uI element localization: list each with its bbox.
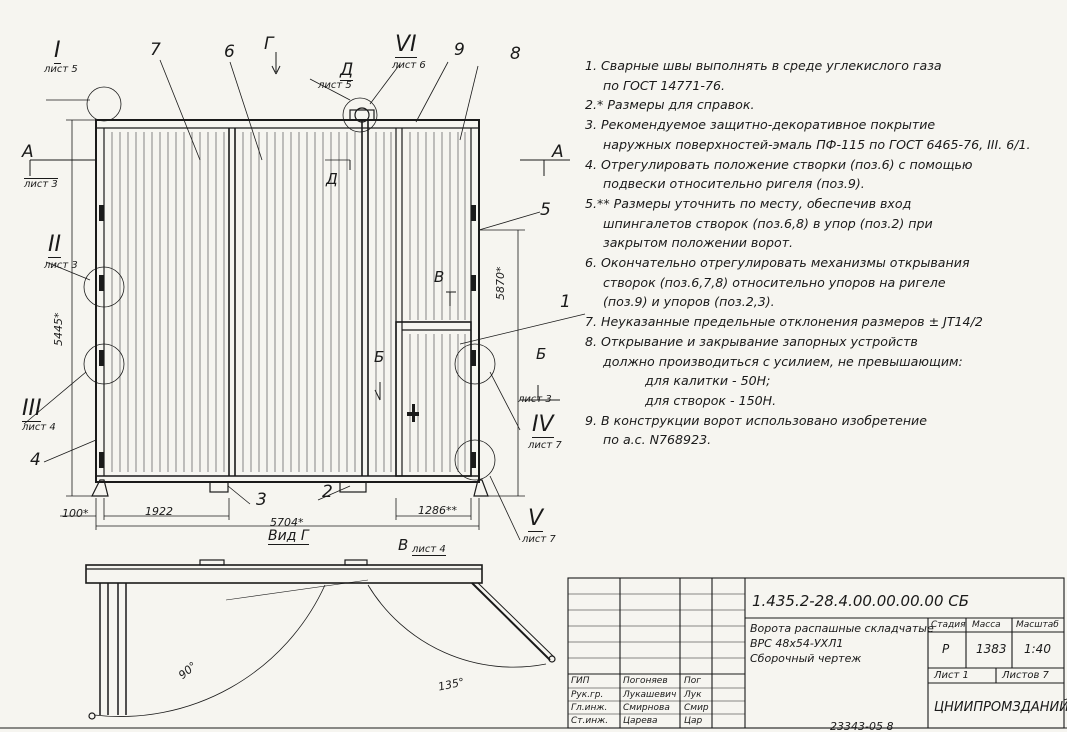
col-mass: Масса xyxy=(972,620,1001,630)
note-line: 9. В конструкции ворот использовано изоб… xyxy=(585,412,927,428)
dim-5870: 5870* xyxy=(494,266,507,301)
note-line: створок (поз.6,7,8) относительно упоров … xyxy=(603,274,946,290)
mass-value: 1383 xyxy=(976,642,1007,656)
person-1: Погоняев xyxy=(623,676,668,686)
note-line: должно производиться с усилием, не превы… xyxy=(603,353,963,369)
section-VI-sheet: лист 6 xyxy=(392,60,426,71)
plan-section-V-marker: В xyxy=(398,536,409,554)
role-3: Гл.инж. xyxy=(571,703,608,713)
scale-value: 1:40 xyxy=(1024,642,1051,656)
sheet-number: Лист 1 xyxy=(934,670,969,681)
signature-3: Смир xyxy=(684,703,709,713)
section-V-sheet: лист 7 xyxy=(522,534,556,545)
dim-1286: 1286** xyxy=(418,504,457,517)
designation: 1.435.2-28.4.00.00.00.00 СБ xyxy=(752,592,970,610)
sheet-count: Листов 7 xyxy=(1002,670,1049,681)
section-V-label: V xyxy=(528,506,544,532)
technical-notes: 1. Сварные швы выполнять в среде углекис… xyxy=(585,56,1065,450)
section-I-label: I xyxy=(54,38,61,64)
dim-5704: 5704* xyxy=(270,516,304,529)
note-line: для створок - 150Н. xyxy=(645,392,777,408)
position-2: 2 xyxy=(322,482,333,502)
position-4: 4 xyxy=(30,450,41,470)
section-IV-sheet: лист 7 xyxy=(528,440,562,451)
note-line: шпингалетов створок (поз.6,8) в упор (по… xyxy=(603,215,933,231)
position-1: 1 xyxy=(560,292,571,312)
dim-height: 5445* xyxy=(52,312,65,347)
col-scale: Масштаб xyxy=(1016,620,1059,630)
note-line: 4. Отрегулировать положение створки (поз… xyxy=(585,156,973,172)
view-G-title: Вид Г xyxy=(268,528,309,545)
note-line: для калитки - 50Н; xyxy=(645,373,771,389)
person-3: Смирнова xyxy=(623,703,670,713)
note-line: 8. Открывание и закрывание запорных устр… xyxy=(585,333,918,349)
drawing-name-3: Сборочный чертеж xyxy=(750,652,862,665)
section-V-marker: В xyxy=(434,268,445,286)
note-line: закрытом положении ворот. xyxy=(603,235,794,251)
detail-D-marker: Д xyxy=(326,170,338,188)
organization: ЦНИИПРОМЗДАНИЙ xyxy=(934,700,1067,715)
role-1: ГИП xyxy=(571,676,590,686)
archive-code: 23343-05 8 xyxy=(830,720,894,732)
section-A-sheet: лист 3 xyxy=(24,178,58,190)
col-stage: Стадия xyxy=(931,620,966,630)
role-4: Ст.инж. xyxy=(571,716,609,726)
section-VI-label: VI xyxy=(395,32,417,58)
note-line: наружных поверхностей-эмаль ПФ-115 по ГО… xyxy=(603,136,1031,152)
position-5: 5 xyxy=(540,200,551,220)
section-II-label: II xyxy=(48,232,61,258)
person-4: Царева xyxy=(623,716,658,726)
plan-section-V-sheet: лист 4 xyxy=(412,544,446,556)
section-D-sheet: лист 5 xyxy=(318,80,352,91)
section-B-left: Б xyxy=(374,348,385,366)
note-line: 2.* Размеры для справок. xyxy=(585,97,755,113)
signature-1: Пог xyxy=(684,676,702,686)
position-7: 7 xyxy=(150,40,161,60)
note-line: 3. Рекомендуемое защитно-декоративное по… xyxy=(585,117,936,133)
position-3: 3 xyxy=(256,490,267,510)
section-B-sheet: лист 3 xyxy=(518,394,552,405)
section-III-sheet: лист 4 xyxy=(22,422,56,433)
role-2: Рук.гр. xyxy=(571,690,604,700)
note-line: (поз.9) и упоров (поз.2,3). xyxy=(603,294,775,310)
section-I-sheet: лист 5 xyxy=(44,64,78,75)
position-8: 8 xyxy=(510,44,521,64)
note-line: по а.с. N768923. xyxy=(603,432,712,448)
section-II-sheet: лист 3 xyxy=(44,260,78,271)
drawing-name-1: Ворота распашные складчатые xyxy=(750,622,934,635)
section-A-right: А xyxy=(552,142,564,162)
note-line: подвески относительно ригеля (поз.9). xyxy=(603,176,865,192)
section-B-right: Б xyxy=(536,345,547,363)
person-2: Лукашевич xyxy=(623,690,677,700)
dim-1922: 1922 xyxy=(145,505,173,518)
note-line: 1. Сварные швы выполнять в среде углекис… xyxy=(585,58,942,73)
stage-value: Р xyxy=(942,642,950,656)
note-line: по ГОСТ 14771-76. xyxy=(603,77,725,93)
note-line: 7. Неуказанные предельные отклонения раз… xyxy=(585,314,983,330)
position-9: 9 xyxy=(454,40,465,60)
section-IV-label: IV xyxy=(532,412,554,438)
signature-2: Лук xyxy=(684,690,702,700)
view-G-marker: Г xyxy=(264,34,274,54)
section-D-label: Д xyxy=(340,60,354,81)
position-6: 6 xyxy=(224,42,235,62)
signature-4: Цар xyxy=(684,716,703,726)
note-line: 5.** Размеры уточнить по месту, обеспечи… xyxy=(585,195,912,211)
drawing-name-2: ВРС 48х54-УХЛ1 xyxy=(750,637,844,650)
note-line: 6. Окончательно отрегулировать механизмы… xyxy=(585,255,970,271)
section-III-label: III xyxy=(22,396,42,422)
dim-100: 100* xyxy=(62,507,89,520)
section-A-left: А xyxy=(22,142,34,162)
